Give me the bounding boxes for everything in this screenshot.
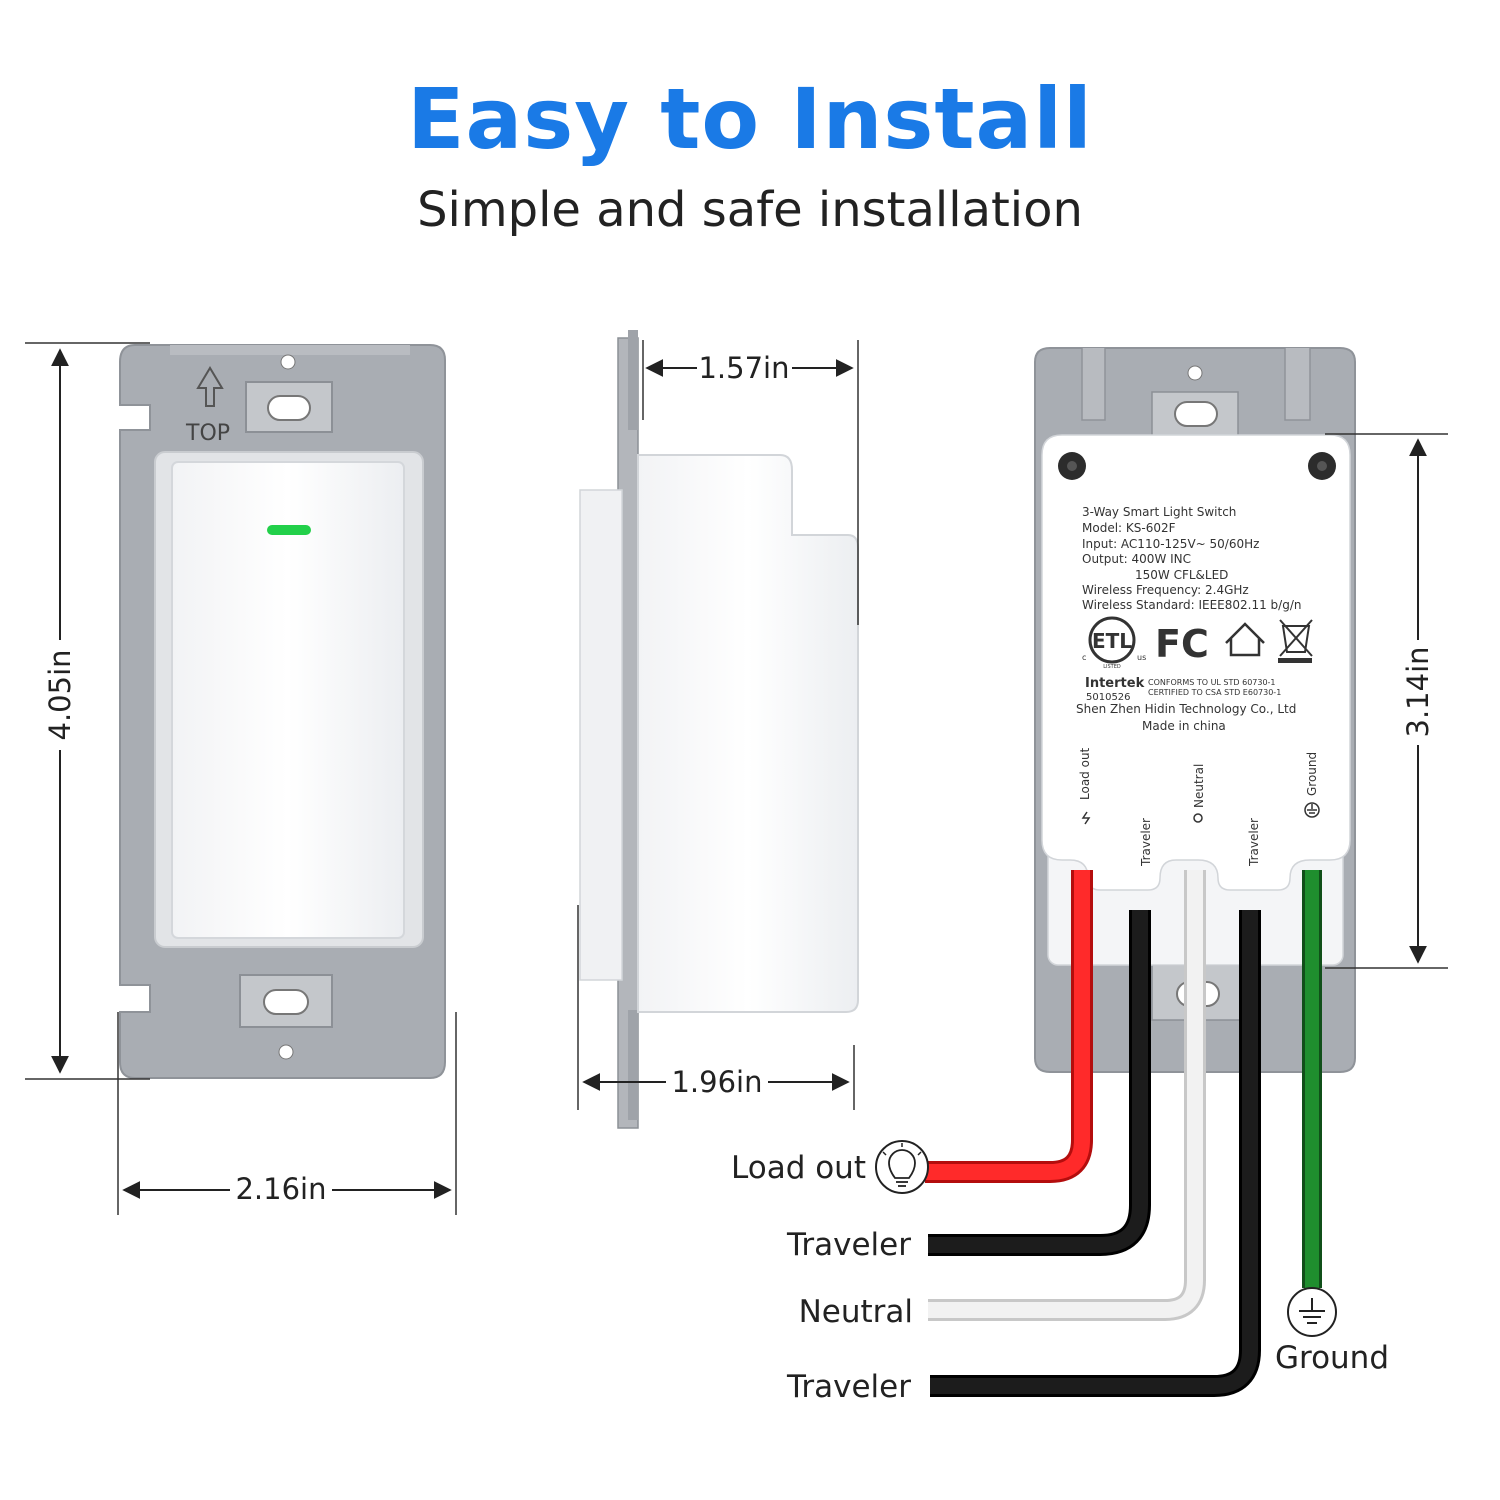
back-height-label: 3.14in bbox=[1401, 646, 1435, 737]
terminal-label-neutral: Neutral bbox=[1192, 764, 1206, 808]
wire-label-traveler-1: Traveler bbox=[786, 1227, 911, 1263]
terminal-ground-icon bbox=[1304, 802, 1320, 818]
side-depth-bottom-label: 1.96in bbox=[671, 1065, 762, 1099]
intertek-conform-csa: CERTIFIED TO CSA STD E60730-1 bbox=[1148, 688, 1281, 697]
intertek-number: 5010526 bbox=[1086, 692, 1131, 703]
side-view: 1.57in 1.96in bbox=[577, 330, 859, 1129]
light-bulb-icon bbox=[875, 1140, 929, 1194]
terminal-neutral-icon bbox=[1193, 813, 1203, 823]
subheadline: Simple and safe installation bbox=[417, 182, 1083, 238]
headline: Easy to Install bbox=[407, 70, 1093, 168]
wire-label-neutral: Neutral bbox=[799, 1294, 913, 1330]
spec-line-model: Model: KS-602F bbox=[1082, 521, 1176, 535]
wire-label-traveler-2: Traveler bbox=[786, 1369, 911, 1405]
side-paddle bbox=[579, 489, 623, 981]
top-label: TOP bbox=[185, 421, 230, 446]
spec-line-input: Input: AC110-125V~ 50/60Hz bbox=[1082, 537, 1259, 551]
intertek-name: Intertek bbox=[1085, 676, 1145, 691]
etl-listed-label: LISTED bbox=[1103, 664, 1121, 670]
back-top-screw-hole bbox=[1187, 365, 1203, 381]
front-height-label: 4.05in bbox=[43, 649, 77, 740]
terminal-label-ground: Ground bbox=[1305, 752, 1319, 796]
wiring bbox=[925, 870, 1322, 1397]
top-arrow-icon bbox=[196, 366, 224, 407]
fc-mark: FC bbox=[1155, 622, 1209, 666]
svg-text:ETL: ETL bbox=[1092, 629, 1132, 653]
back-view: 3-Way Smart Light Switch Model: KS-602F … bbox=[1034, 347, 1448, 1073]
terminal-label-load-out: Load out bbox=[1078, 747, 1092, 800]
spec-line-frequency: Wireless Frequency: 2.4GHz bbox=[1082, 583, 1249, 597]
etl-us-label: us bbox=[1137, 653, 1146, 662]
terminal-load-arrow-icon bbox=[1081, 811, 1091, 825]
terminal-label-traveler-2: Traveler bbox=[1247, 818, 1261, 867]
front-width-label: 2.16in bbox=[235, 1172, 326, 1206]
spec-line-standard: Wireless Standard: IEEE802.11 b/g/n bbox=[1082, 598, 1302, 612]
spec-line-output-led: 150W CFL&LED bbox=[1135, 568, 1228, 582]
wire-label-load-out: Load out bbox=[731, 1150, 866, 1186]
terminal-label-traveler-1: Traveler bbox=[1139, 818, 1153, 867]
front-top-screw-hole bbox=[280, 354, 296, 370]
side-body bbox=[637, 454, 859, 1013]
wire-label-ground: Ground bbox=[1275, 1340, 1389, 1376]
front-bottom-screw-hole bbox=[278, 1044, 294, 1060]
etl-mark-icon: ETL bbox=[1088, 616, 1136, 664]
rocker-paddle[interactable] bbox=[171, 461, 405, 939]
status-led bbox=[267, 525, 311, 535]
spec-line-output: Output: 400W INC bbox=[1082, 552, 1191, 566]
intertek-conform-ul: CONFORMS TO UL STD 60730-1 bbox=[1148, 678, 1276, 687]
manufacturer: Shen Zhen Hidin Technology Co., Ltd bbox=[1076, 702, 1296, 716]
home-mark-icon bbox=[1225, 622, 1265, 657]
side-depth-top-label: 1.57in bbox=[698, 351, 789, 385]
etl-c-label: c bbox=[1082, 653, 1086, 662]
front-view: TOP 4.05in 2.16in bbox=[25, 342, 457, 1215]
made-in: Made in china bbox=[1142, 719, 1226, 733]
back-label-cover bbox=[1041, 434, 1351, 891]
spec-line-product: 3-Way Smart Light Switch bbox=[1082, 505, 1236, 519]
weee-bin-icon bbox=[1278, 619, 1313, 663]
ground-symbol-icon bbox=[1287, 1287, 1337, 1337]
